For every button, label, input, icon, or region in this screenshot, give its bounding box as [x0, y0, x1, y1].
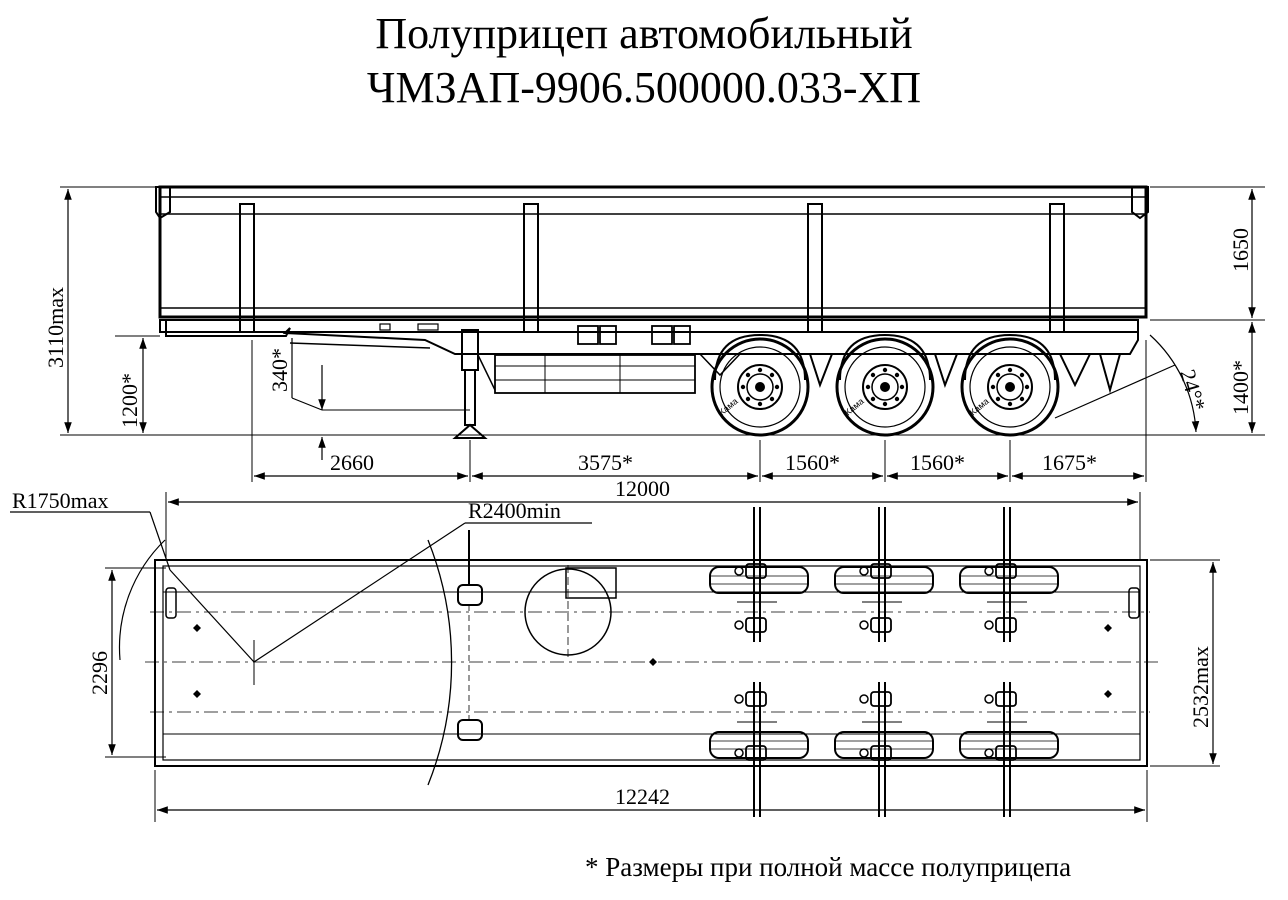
plan-view: 12000 R1750max R2400min — [10, 476, 1220, 822]
length-overall-label: 12242 — [615, 784, 670, 809]
side-wheels: Кама Кама Кама — [710, 333, 1060, 437]
height-body-label: 1650 — [1228, 228, 1253, 272]
height-rear-label: 1400* — [1228, 360, 1253, 415]
drawing-title-line-2: ЧМЗАП-9906.500000.033-ХП — [366, 63, 922, 112]
width-inner-label: 2296 — [87, 651, 112, 695]
trailer-body — [155, 185, 1149, 333]
height-front-label: 1200* — [117, 373, 142, 428]
radius-front-label: R1750max — [12, 488, 109, 513]
dim-1560b-label: 1560* — [910, 450, 965, 475]
drawing-title-line-1: Полуприцеп автомобильный — [375, 9, 913, 58]
dim-2660-label: 2660 — [330, 450, 374, 475]
side-view: Кама Кама Кама 24°* 3110max 1200* 1650 1… — [43, 185, 1265, 482]
dim-1560a-label: 1560* — [785, 450, 840, 475]
side-horizontal-dimensions: 2660 3575* 1560* 1560* 1675* — [251, 340, 1147, 482]
tyre-brand-text: Кама — [968, 396, 991, 417]
dim-3575-label: 3575* — [578, 450, 633, 475]
side-vertical-dimensions: 3110max 1200* 1650 1400* 340* — [43, 189, 1256, 460]
width-outer-label: 2532max — [1188, 646, 1213, 728]
dim-1675-label: 1675* — [1042, 450, 1097, 475]
radius-turn-label: R2400min — [468, 498, 561, 523]
tyre-brand-text: Кама — [717, 396, 740, 417]
footnote: * Размеры при полной массе полуприцепа — [585, 852, 1072, 882]
height-total-label: 3110max — [43, 287, 68, 368]
dim-length-label: 12000 — [615, 476, 670, 501]
tyre-brand-text: Кама — [843, 396, 866, 417]
landing-gear — [452, 329, 496, 439]
landing-gear-plan — [457, 530, 483, 741]
chassis-frame — [159, 319, 1139, 394]
kingpin-drop-label: 340* — [267, 348, 292, 392]
angle-label: 24°* — [1175, 366, 1211, 413]
